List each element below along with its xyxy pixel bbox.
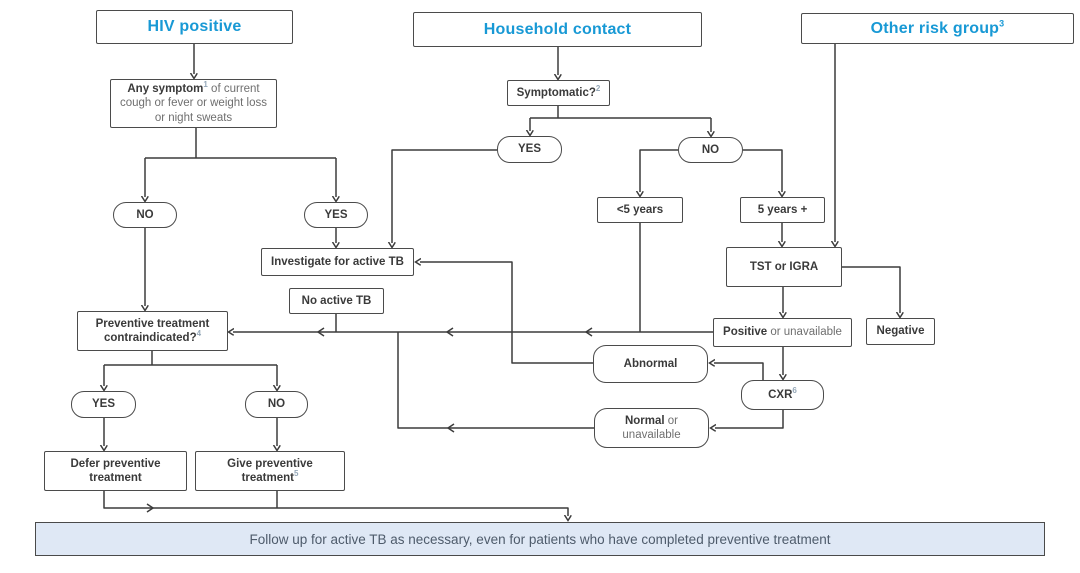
node-normal-or-unavailable: Normal or unavailable [594,408,709,448]
node-preventive-contraindicated: Preventive treatment contraindicated?4 [77,311,228,351]
node-negative-label: Negative [876,325,925,338]
footer-follow-up-bar: Follow up for active TB as necessary, ev… [35,522,1045,556]
node-contra-no-label: NO [267,398,286,411]
node-tst-or-igra-label: TST or IGRA [749,260,819,273]
midline-chevron-group [146,327,593,513]
header-hiv-positive-label: HIV positive [147,18,242,35]
node-hiv-no: NO [113,202,177,228]
edge-group [104,44,900,516]
node-give-treatment: Give preventive treatment5 [195,451,345,491]
node-under-5-years-label: <5 years [616,203,664,216]
node-any-symptom-label: Any symptom1 of current cough or fever o… [116,80,271,125]
node-preventive-contraindicated-sup: 4 [196,329,202,339]
node-give-treatment-text: Give preventive treatment [227,457,313,484]
node-hiv-yes: YES [304,202,368,228]
node-positive-rest: or unavailable [767,326,842,339]
node-tst-or-igra: TST or IGRA [726,247,842,287]
node-normal-or-unavailable-label: Normal or unavailable [600,414,703,443]
node-abnormal: Abnormal [593,345,708,383]
node-any-symptom-rest: of current cough or fever or weight loss… [119,82,268,124]
node-negative: Negative [866,318,935,345]
node-contra-yes: YES [71,391,136,418]
header-other-risk-group-label: Other risk group3 [871,19,1005,39]
node-positive-or-unavailable: Positive or unavailable [713,318,852,347]
header-hiv-positive: HIV positive [96,10,293,44]
node-under-5-years: <5 years [597,197,683,223]
node-preventive-contraindicated-text: Preventive treatment contraindicated? [95,317,210,344]
node-symptomatic-text: Symptomatic? [516,86,596,99]
header-other-risk-group: Other risk group3 [801,13,1074,44]
node-5-years-plus-label: 5 years + [757,203,808,216]
node-cxr-sup: 6 [792,385,797,395]
header-household-contact: Household contact [413,12,702,47]
node-investigate-active-tb: Investigate for active TB [261,248,414,276]
node-household-no-label: NO [701,143,720,156]
node-preventive-contraindicated-label: Preventive treatment contraindicated?4 [83,317,222,346]
node-give-treatment-sup: 5 [293,469,299,479]
node-household-yes: YES [497,136,562,163]
node-any-symptom-sup: 1 [203,80,208,90]
node-positive-or-unavailable-label: Positive or unavailable [723,325,842,339]
header-other-risk-group-text: Other risk group [870,19,1000,37]
node-symptomatic-label: Symptomatic?2 [516,83,601,100]
node-hiv-yes-label: YES [324,208,348,221]
node-contra-no: NO [245,391,308,418]
node-household-yes-label: YES [517,143,541,156]
node-cxr-label: CXR6 [768,385,797,402]
node-no-active-tb: No active TB [289,288,384,314]
node-any-symptom: Any symptom1 of current cough or fever o… [110,79,277,128]
node-any-symptom-bold: Any symptom [127,82,204,95]
node-5-years-plus: 5 years + [740,197,825,223]
node-hiv-no-label: NO [136,208,154,221]
header-other-risk-group-sup: 3 [999,18,1005,29]
node-investigate-active-tb-label: Investigate for active TB [271,255,404,268]
node-cxr-text: CXR [768,388,793,401]
node-contra-yes-label: YES [91,398,115,411]
header-household-contact-label: Household contact [483,20,632,38]
footer-follow-up-text: Follow up for active TB as necessary, ev… [249,531,831,547]
node-normal-rest: or unavailable [622,414,681,441]
node-normal-bold: Normal [624,414,665,427]
node-give-treatment-label: Give preventive treatment5 [201,457,339,486]
node-no-active-tb-label: No active TB [301,294,372,307]
node-abnormal-label: Abnormal [623,357,678,370]
node-cxr: CXR6 [741,380,824,410]
node-defer-treatment: Defer preventive treatment [44,451,187,491]
node-household-no: NO [678,137,743,163]
node-symptomatic-sup: 2 [595,83,601,93]
node-symptomatic: Symptomatic?2 [507,80,610,106]
node-defer-treatment-label: Defer preventive treatment [70,457,161,484]
node-positive-bold: Positive [723,326,768,339]
